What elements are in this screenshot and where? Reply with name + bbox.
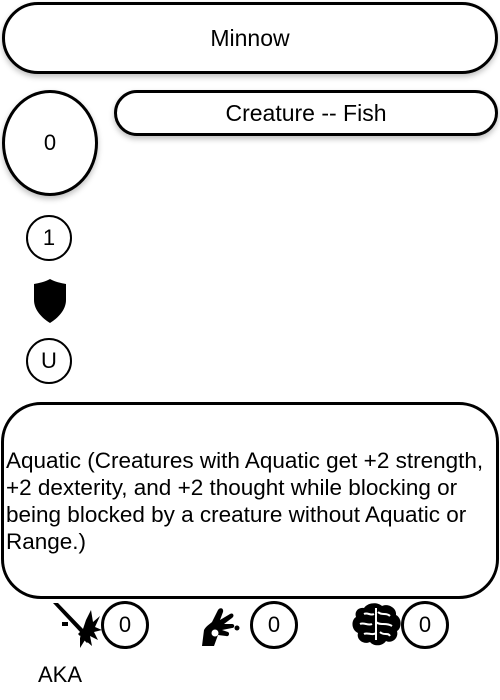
rules-text: Aquatic (Creatures with Aquatic get +2 s… — [6, 447, 484, 554]
sword-impact-icon — [53, 603, 102, 648]
card-name: Minnow — [210, 24, 290, 51]
thought-value-circle: 0 — [401, 601, 449, 649]
rarity-value: U — [41, 348, 57, 373]
brain-icon — [352, 603, 401, 646]
type-line: Creature -- Fish — [225, 99, 387, 126]
type-line-box: Creature -- Fish — [114, 90, 498, 136]
rules-text-box: Aquatic (Creatures with Aquatic get +2 s… — [1, 402, 499, 599]
card-name-box: Minnow — [2, 2, 498, 74]
cost-circle: 0 — [2, 90, 98, 196]
cost-value: 0 — [43, 130, 57, 155]
strength-value-circle: 0 — [101, 601, 149, 649]
level-value: 1 — [42, 225, 56, 250]
rarity-circle: U — [26, 338, 72, 384]
strength-value: 0 — [118, 612, 132, 637]
thought-value: 0 — [418, 612, 432, 637]
level-circle: 1 — [26, 215, 72, 261]
dexterity-value: 0 — [267, 612, 281, 637]
hand-gesture-icon — [202, 608, 240, 646]
shield-icon — [34, 279, 66, 323]
dexterity-value-circle: 0 — [250, 601, 298, 649]
aka-label: AKA — [38, 662, 83, 687]
